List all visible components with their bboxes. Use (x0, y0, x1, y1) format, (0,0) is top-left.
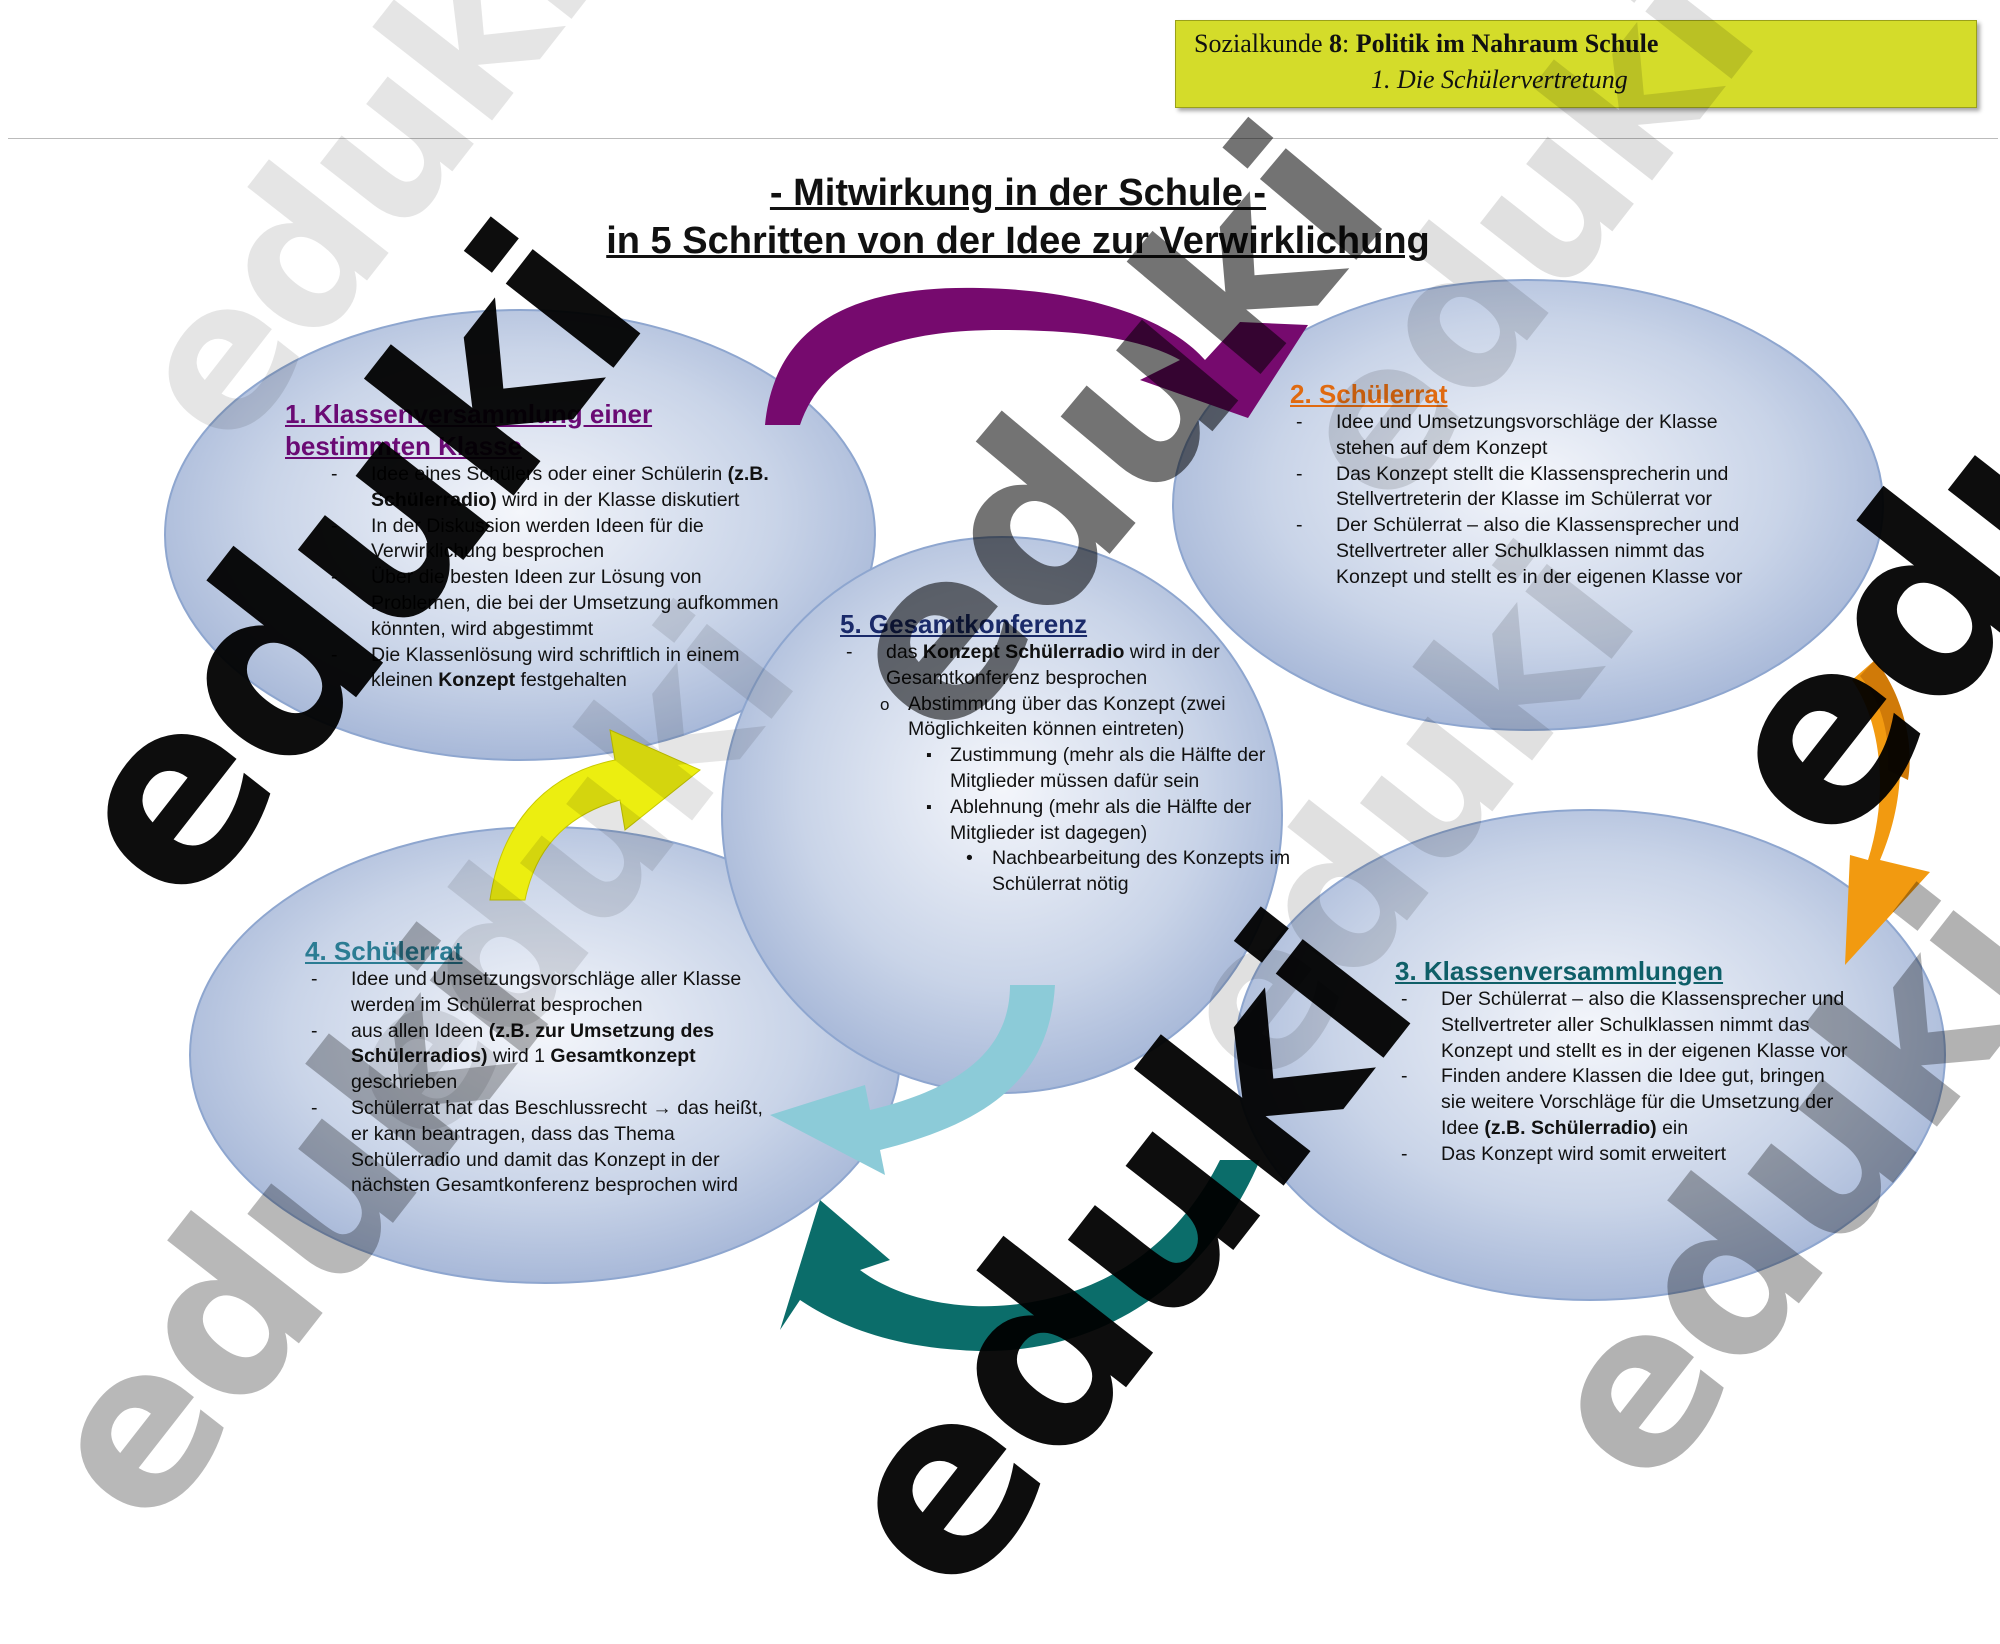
step5-heading: 5. Gesamtkonferenz (840, 609, 1088, 639)
step1-list: Idee eines Schülers oder einer Schülerin… (325, 462, 785, 694)
list-item: Nachbearbeitung des Konzepts im Schülerr… (840, 846, 1320, 898)
step2-heading: 2. Schülerrat (1290, 379, 1448, 409)
header-subtitle: 1. Die Schülervertretung (1371, 65, 1628, 94)
page-subtitle: in 5 Schritten von der Idee zur Verwirkl… (606, 220, 1430, 262)
list-item: das Konzept Schülerradio wird in der Ges… (840, 640, 1320, 692)
step2-panel: 2. Schülerrat Idee und Umsetzungsvorschl… (1290, 378, 1770, 591)
list-item: Das Konzept wird somit erweitert (1395, 1142, 1855, 1168)
step4-list: Idee und Umsetzungsvorschläge aller Klas… (305, 967, 785, 1199)
step4-panel: 4. Schülerrat Idee und Umsetzungsvorschl… (305, 935, 785, 1199)
arrow-step5-to-step4 (770, 985, 1055, 1175)
list-item: Idee eines Schülers oder einer Schülerin… (325, 462, 785, 514)
list-item: Das Konzept stellt die Klassensprecherin… (1290, 462, 1770, 514)
step3-list: Der Schülerrat – also die Klassenspreche… (1395, 987, 1855, 1168)
header-topic: Politik im Nahraum Schule (1355, 29, 1659, 58)
list-item: aus allen Ideen (z.B. zur Umsetzung des … (305, 1019, 785, 1096)
list-item: Finden andere Klassen die Idee gut, brin… (1395, 1064, 1855, 1141)
header-subject: Sozialkunde (1194, 29, 1323, 58)
list-item: In der Diskussion werden Ideen für die V… (325, 514, 785, 566)
step4-heading: 4. Schülerrat (305, 936, 463, 966)
step5-panel: 5. Gesamtkonferenz das Konzept Schülerra… (840, 608, 1320, 898)
arrow-step4-to-step5 (489, 729, 701, 901)
list-item: Über die besten Ideen zur Lösung von Pro… (325, 565, 785, 642)
arrow-step2-to-step3 (1845, 660, 1930, 965)
list-item: Idee und Umsetzungsvorschläge der Klasse… (1290, 410, 1770, 462)
header-subject-line: Sozialkunde 8: Politik im Nahraum Schule (1194, 29, 1659, 58)
step3-heading: 3. Klassenversammlungen (1395, 956, 1724, 986)
step1-panel: 1. Klassenversammlung einer bestimmten K… (285, 398, 785, 694)
list-item: Der Schülerrat – also die Klassenspreche… (1395, 987, 1855, 1064)
arrow-step3-to-step4 (780, 1160, 1260, 1352)
step1-heading: 1. Klassenversammlung einer bestimmten K… (285, 399, 653, 461)
step2-list: Idee und Umsetzungsvorschläge der Klasse… (1290, 410, 1770, 591)
header-divider (8, 138, 1998, 139)
list-item: Der Schülerrat – also die Klassenspreche… (1290, 513, 1770, 590)
header-grade: 8 (1329, 29, 1343, 58)
arrow-step1-to-step2 (765, 287, 1308, 425)
step5-list: das Konzept Schülerradio wird in der Ges… (840, 640, 1320, 898)
list-item: Idee und Umsetzungsvorschläge aller Klas… (305, 967, 785, 1019)
list-item: Abstimmung über das Konzept (zwei Möglic… (840, 692, 1320, 744)
list-item: Schülerrat hat das Beschlussrecht → das … (305, 1096, 785, 1199)
page-title: - Mitwirkung in der Schule - (769, 172, 1267, 214)
list-item: Die Klassenlösung wird schriftlich in ei… (325, 643, 785, 695)
list-item: Zustimmung (mehr als die Hälfte der Mitg… (840, 743, 1320, 795)
step3-panel: 3. Klassenversammlungen Der Schülerrat –… (1395, 955, 1855, 1168)
header-box: Sozialkunde 8: Politik im Nahraum Schule… (1175, 20, 1977, 108)
list-item: Ablehnung (mehr als die Hälfte der Mitgl… (840, 795, 1320, 847)
